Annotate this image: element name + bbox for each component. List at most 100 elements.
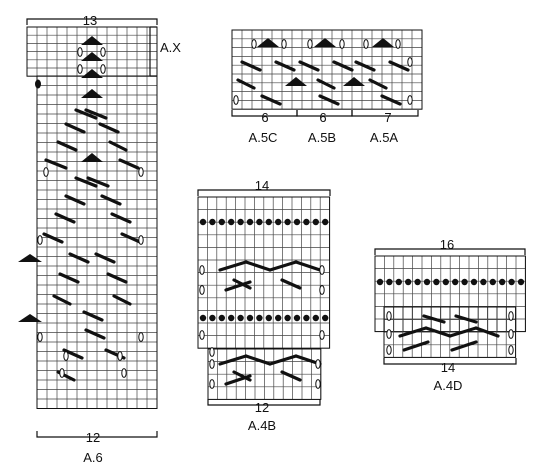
a4d-chart-name: A.4D bbox=[434, 378, 463, 393]
oval-stitch-icon bbox=[386, 311, 392, 321]
ax-grid-lines bbox=[26, 26, 158, 77]
a5a-bracket bbox=[351, 110, 419, 117]
purl-dot-icon bbox=[517, 278, 525, 286]
a6-top-bracket bbox=[26, 18, 158, 25]
a4b-chart-name: A.4B bbox=[248, 418, 276, 433]
oval-stitch-icon bbox=[508, 311, 514, 321]
black-triangle-icon bbox=[372, 38, 394, 47]
oval-stitch-icon bbox=[407, 95, 413, 105]
black-triangle-icon bbox=[343, 77, 365, 86]
oval-stitch-icon bbox=[315, 379, 321, 389]
cable-bar-icon bbox=[388, 60, 410, 72]
cable-bar-icon bbox=[280, 278, 302, 290]
cable-bar-icon bbox=[244, 260, 272, 272]
oval-stitch-icon bbox=[100, 64, 106, 74]
a4b-bottom-grid-border bbox=[207, 348, 322, 400]
oval-stitch-icon bbox=[281, 39, 287, 49]
purl-dot-icon bbox=[284, 314, 291, 322]
a4d-top-count-label: 16 bbox=[440, 237, 454, 252]
cable-bar-icon bbox=[260, 94, 282, 106]
a5a-chart-name: A.5A bbox=[370, 130, 399, 145]
cable-bar-icon bbox=[244, 354, 272, 366]
cable-bar-icon bbox=[424, 326, 452, 338]
purl-dot-icon bbox=[433, 278, 440, 286]
cable-bar-icon bbox=[232, 278, 252, 290]
oval-stitch-icon bbox=[319, 265, 325, 275]
oval-stitch-icon bbox=[77, 47, 83, 57]
cable-bar-icon bbox=[280, 370, 302, 382]
a4d-top-grid bbox=[374, 255, 526, 333]
oval-stitch-icon bbox=[37, 332, 43, 342]
purl-dot-icon bbox=[312, 314, 319, 322]
purl-dot-icon bbox=[499, 278, 506, 286]
purl-dot-icon bbox=[293, 218, 301, 226]
cable-bar-icon bbox=[118, 158, 140, 170]
black-triangle-icon bbox=[81, 69, 103, 78]
cable-bar-icon bbox=[84, 108, 108, 120]
oval-stitch-icon bbox=[363, 39, 369, 49]
oval-stitch-icon bbox=[395, 39, 401, 49]
oval-stitch-icon bbox=[307, 39, 313, 49]
a5-grid-border bbox=[231, 29, 423, 110]
purl-dot-icon bbox=[209, 218, 216, 226]
purl-dot-icon bbox=[256, 314, 263, 322]
cable-bar-icon bbox=[110, 212, 132, 224]
purl-dot-icon bbox=[508, 278, 515, 286]
a5b-count-label: 6 bbox=[319, 110, 326, 125]
cable-bar-icon bbox=[454, 314, 478, 324]
purl-dot-icon bbox=[322, 218, 329, 226]
cable-bar-icon bbox=[98, 122, 120, 134]
cable-bar-icon bbox=[64, 122, 86, 134]
ax-bracket-ticks bbox=[150, 26, 157, 77]
cable-bar-icon bbox=[274, 60, 296, 72]
purl-dot-icon bbox=[284, 218, 291, 226]
cable-bar-icon bbox=[218, 260, 248, 272]
cable-bar-icon bbox=[450, 340, 478, 352]
oval-stitch-icon bbox=[209, 359, 215, 369]
chart-symbols bbox=[18, 36, 525, 389]
black-triangle-icon bbox=[18, 314, 42, 322]
oval-stitch-icon bbox=[508, 329, 514, 339]
a4b-bottom-bracket bbox=[207, 399, 321, 406]
purl-dot-icon bbox=[218, 218, 225, 226]
a6-chart-name: A.6 bbox=[83, 450, 103, 465]
cable-bar-icon bbox=[422, 314, 446, 324]
oval-stitch-icon bbox=[319, 330, 325, 340]
a4b-top-grid-lines bbox=[197, 196, 330, 349]
purl-dot-icon bbox=[461, 278, 468, 286]
cable-bar-icon bbox=[298, 60, 320, 72]
chart-grids bbox=[26, 26, 526, 409]
oval-stitch-icon bbox=[138, 235, 144, 245]
oval-stitch-icon bbox=[199, 265, 205, 275]
cable-bar-icon bbox=[218, 354, 248, 366]
a4d-top-grid-border bbox=[374, 255, 526, 333]
purl-dot-icon bbox=[218, 314, 225, 322]
cable-bar-icon bbox=[64, 194, 86, 206]
cable-bar-icon bbox=[44, 158, 68, 170]
black-triangle-icon bbox=[81, 89, 103, 98]
cable-bar-icon bbox=[448, 326, 478, 338]
oval-stitch-icon bbox=[251, 39, 257, 49]
a4d-top-grid-lines bbox=[374, 255, 526, 332]
cable-bar-icon bbox=[108, 140, 128, 152]
cable-bar-icon bbox=[294, 260, 322, 272]
oval-stitch-icon bbox=[199, 285, 205, 295]
cable-bar-icon bbox=[398, 326, 428, 338]
a5b-chart-name: A.5B bbox=[308, 130, 336, 145]
a4d-top-bracket bbox=[374, 248, 526, 255]
purl-dot-icon bbox=[256, 218, 263, 226]
purl-dot-icon bbox=[480, 278, 487, 286]
cable-bar-icon bbox=[224, 280, 252, 292]
purl-dot-icon bbox=[376, 278, 384, 286]
purl-dot-icon bbox=[452, 278, 459, 286]
a4d-bottom-grid-border bbox=[383, 306, 517, 358]
cable-bar-icon bbox=[380, 94, 402, 106]
oval-stitch-icon bbox=[199, 330, 205, 340]
purl-dot-icon bbox=[275, 314, 282, 322]
oval-stitch-icon bbox=[37, 235, 43, 245]
cable-bar-icon bbox=[268, 260, 298, 272]
a4b-bottom-grid bbox=[207, 348, 322, 400]
purl-dot-icon bbox=[209, 314, 216, 322]
purl-dot-icon bbox=[322, 314, 329, 322]
purl-dot-icon bbox=[405, 278, 412, 286]
